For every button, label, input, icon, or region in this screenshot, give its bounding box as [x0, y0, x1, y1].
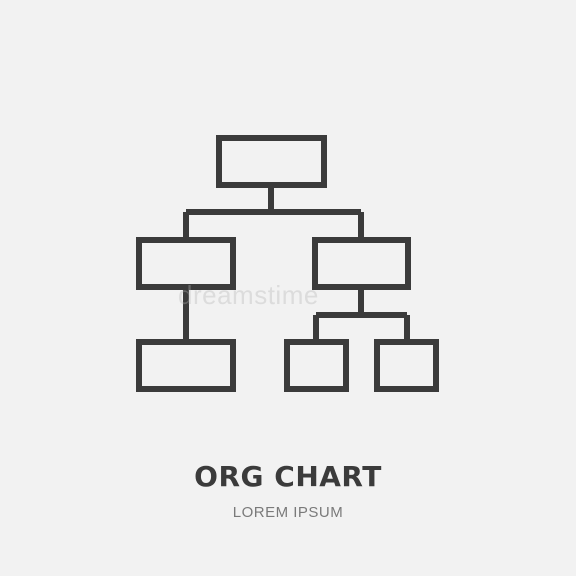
caption-title: ORG CHART — [194, 460, 382, 493]
left-child-box — [136, 339, 236, 392]
caption-subtitle: LOREM IPSUM — [232, 504, 344, 521]
watermark-text: dreamstime — [178, 280, 319, 310]
right-left-child-box — [284, 339, 349, 392]
right-right-child-box — [374, 339, 439, 392]
root-node-box — [216, 135, 327, 188]
right-node-box — [312, 237, 411, 290]
